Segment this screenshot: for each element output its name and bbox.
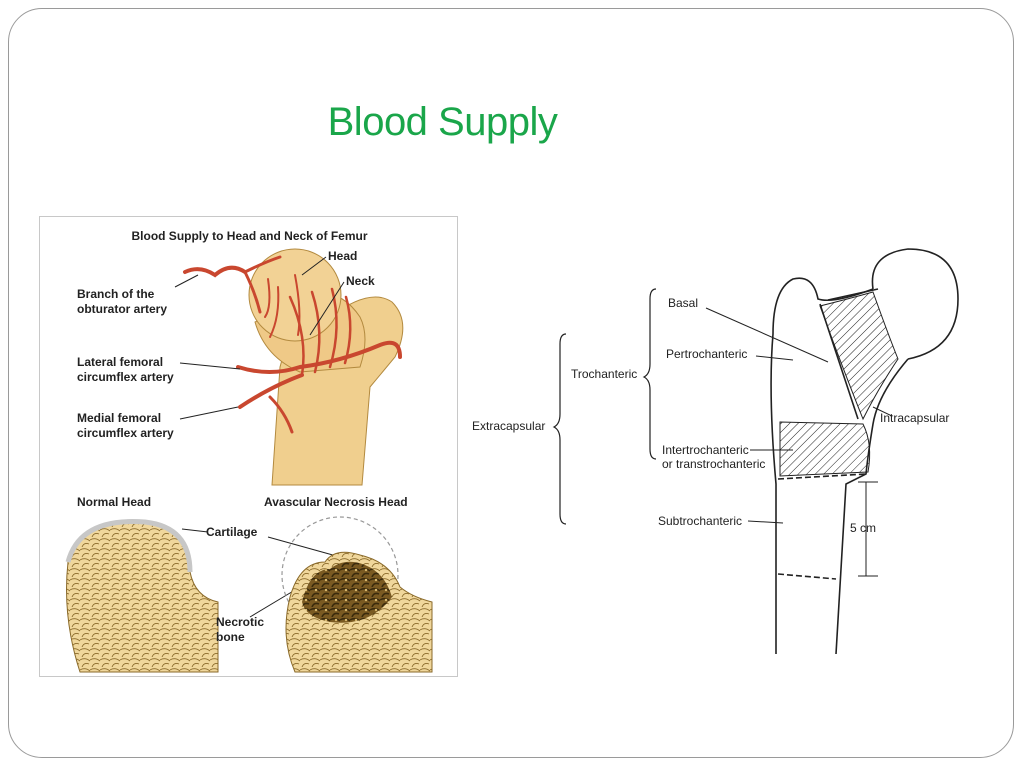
label-medial-femoral-circumflex: Medial femoral circumflex artery (77, 411, 174, 441)
label-head: Head (328, 249, 358, 263)
label-neck: Neck (346, 274, 375, 288)
fracture-classification-diagram: Basal Pertrochanteric Trochanteric Extra… (468, 244, 988, 664)
label-subtrochanteric: Subtrochanteric (658, 514, 743, 528)
femur-line-drawing (552, 248, 959, 655)
label-cartilage: Cartilage (206, 525, 258, 539)
label-obturator-artery: Branch of the obturator artery (77, 287, 167, 317)
figure-title: Blood Supply to Head and Neck of Femur (131, 229, 368, 243)
label-avn-head: Avascular Necrosis Head (264, 495, 408, 509)
label-necrotic-bone: Necrotic bone (216, 615, 264, 645)
label-basal: Basal (668, 296, 699, 310)
label-line: Necrotic (216, 615, 265, 629)
slide-frame (8, 8, 1014, 758)
label-pertrochanteric: Pertrochanteric (666, 347, 748, 361)
label-intertrochanteric: Intertrochanteric or transtrochanteric (662, 443, 765, 471)
label-line: obturator artery (77, 302, 168, 316)
label-line: Lateral femoral (77, 355, 164, 369)
label-line: circumflex artery (77, 370, 174, 384)
label-line: Medial femoral (77, 411, 162, 425)
label-normal-head: Normal Head (77, 495, 152, 509)
femur-blood-supply-drawing (65, 248, 433, 673)
label-line: circumflex artery (77, 426, 174, 440)
label-five-cm: 5 cm (850, 521, 877, 535)
slide-title: Blood Supply (327, 100, 558, 144)
blood-supply-illustration: Blood Supply to Head and Neck of Femur H… (39, 216, 458, 677)
label-line: or transtrochanteric (662, 457, 766, 471)
label-trochanteric: Trochanteric (571, 367, 638, 381)
label-lateral-femoral-circumflex: Lateral femoral circumflex artery (77, 355, 174, 385)
label-line: Branch of the (77, 287, 155, 301)
label-extracapsular: Extracapsular (472, 419, 546, 433)
label-intracapsular: Intracapsular (880, 411, 950, 425)
label-line: bone (216, 630, 245, 644)
label-line: Intertrochanteric (662, 443, 749, 457)
